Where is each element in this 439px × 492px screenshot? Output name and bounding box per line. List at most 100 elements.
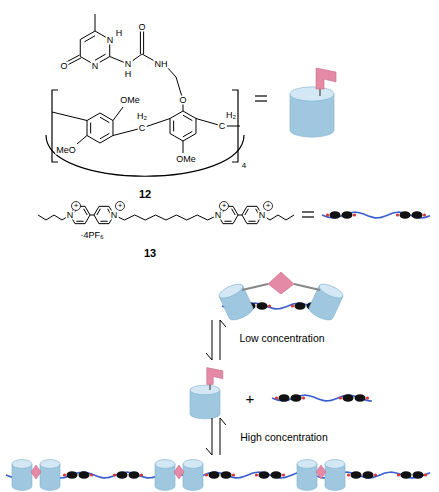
viologen-bead [342,211,353,219]
charge-dot [90,473,93,476]
charge-dot [424,473,427,476]
condition-label: Low concentration [239,333,324,344]
compound-number: 13 [144,248,156,259]
viologen-bead [221,471,232,479]
charge-dot [396,213,399,216]
atom-label: N [106,36,115,45]
viologen-bead [67,471,78,479]
atom-label: C [138,124,147,133]
viologen-bead [259,471,270,479]
cylinder-top [317,281,345,301]
decyl-chain [114,215,218,220]
inner-bond [90,123,91,134]
inner-bond [183,115,192,120]
ring [170,111,196,141]
macrocycle-arc [46,135,244,176]
charge-dot [232,473,235,476]
charge-dot [302,396,305,399]
condition-label: High concentration [240,432,328,443]
compound-number: 12 [139,189,151,200]
charge-circle [116,202,125,211]
charge-dot [275,396,278,399]
inner-bond [224,221,231,222]
charge-dot [63,473,66,476]
cylinder-top [297,460,317,469]
viologen-bead [412,211,423,219]
viologen-bead [295,302,306,310]
inner-bond [232,209,236,215]
plus-sign: + [246,391,255,406]
equilibrium-arrow [206,320,212,360]
atom-label: N [214,211,223,220]
equals-sign [302,216,314,217]
bond [90,215,94,216]
inner-bond [100,133,109,138]
atom-label: N [110,211,119,220]
ring [87,113,113,143]
pillararene-cylinder [183,460,203,491]
inner-bond [95,54,106,60]
inner-bond [100,117,109,122]
bond [183,141,184,153]
charge-dot [255,473,258,476]
atom-label: O [137,23,146,32]
charge-dot [282,473,285,476]
atom-label: H [124,70,133,79]
viologen-bead [413,471,424,479]
inner-bond [100,221,107,222]
atom-label: NH [154,60,169,69]
viologen-bead [257,302,268,310]
viologen-bead [400,211,411,219]
atom-label: C [218,122,227,131]
cylinder-top [217,281,245,301]
charge-dot [423,213,426,216]
atom-label: ·4PF₆ [79,231,104,240]
bond [113,107,123,121]
viologen-bead [271,471,282,479]
viologen-bead [129,471,140,479]
atom-label: N [258,211,267,220]
charge-dot [205,473,208,476]
charge-sign: + [266,202,271,210]
repeat-subscript: 4 [242,162,246,170]
charge-dot [347,473,350,476]
equals-sign [255,95,267,96]
atom-label: H₂ [225,111,237,120]
inner-bond [76,221,83,222]
atom-label: N [91,62,100,71]
butyl-chain [262,215,294,220]
bond [52,112,87,121]
viologen-bead [363,471,374,479]
cylinder-top [12,460,32,469]
linker-stem [242,284,268,290]
charge-dot [113,473,116,476]
upy-dimer [174,465,184,479]
atom-label: N [124,60,133,69]
charge-circle [264,202,273,211]
cylinder-top [155,460,175,469]
charge-dot [397,473,400,476]
atom-label: OMe [175,155,197,164]
upy-dimer [31,465,41,479]
cylinder-top [183,460,203,469]
guest-chain [6,472,430,478]
atom-label: MeO [55,146,77,155]
guest-chain [272,395,372,401]
inner-bond [84,209,88,215]
equals-sign [302,211,314,212]
charge-circle [220,202,229,211]
inner-bond [173,121,174,132]
equals-sign [255,100,267,101]
charge-sign: + [222,202,227,210]
viologen-bead [79,471,90,479]
charge-dot [374,473,377,476]
equilibrium-arrow [220,418,226,455]
methyl-bond [95,14,96,31]
atom-label: O [59,62,68,71]
bond [113,119,170,136]
bond [77,136,87,145]
charge-dot [326,213,329,216]
guest-chain [322,212,430,218]
upy-dimer [316,465,326,479]
